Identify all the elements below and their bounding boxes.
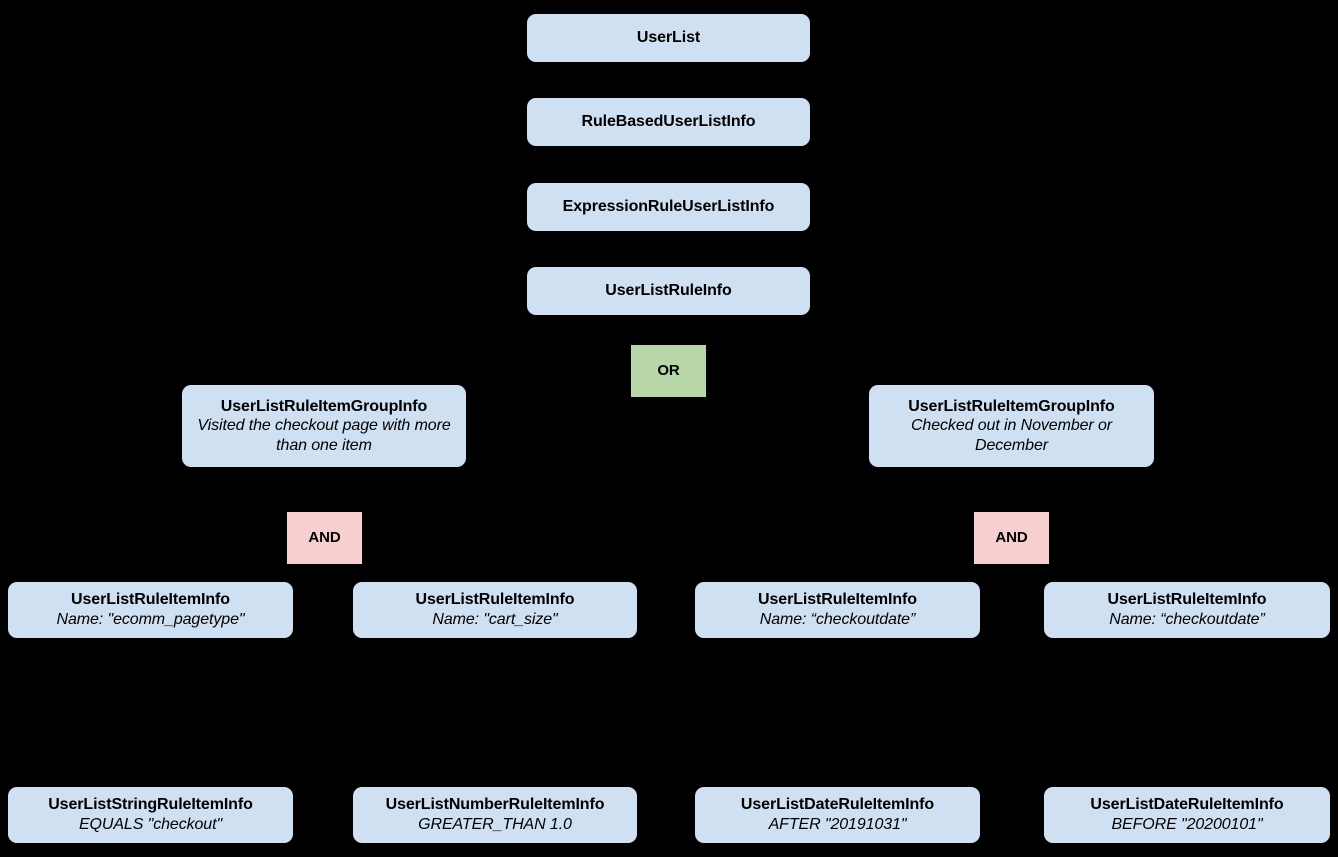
arrowhead-item-cart-size <box>489 574 501 582</box>
node-subtitle: Visited the checkout page with more than… <box>197 417 451 454</box>
node-title: UserListRuleItemGroupInfo <box>220 397 428 415</box>
node-title: UserListRuleInfo <box>605 282 732 300</box>
arrowhead-userlistruleinfo <box>662 259 675 267</box>
node-and-operator-left[interactable]: AND <box>287 512 362 564</box>
arrowhead-group-left <box>318 377 330 385</box>
node-and-operator-right[interactable]: AND <box>974 512 1049 564</box>
node-subtitle: Name: “checkoutdate” <box>1109 611 1265 628</box>
node-subtitle: Name: "cart_size" <box>432 611 558 628</box>
edge-userlistruleinfo-to-group-left <box>323 314 670 379</box>
arrowhead-date-rule-item-before <box>1181 779 1193 787</box>
node-title: UserListDateRuleItemInfo <box>1090 796 1284 814</box>
node-title: RuleBasedUserListInfo <box>581 113 756 131</box>
node-title: OR <box>657 361 680 379</box>
node-expressionruleuserlistinfo[interactable]: ExpressionRuleUserListInfo <box>527 183 810 231</box>
node-subtitle: Checked out in November or December <box>910 417 1113 454</box>
node-subtitle: Name: "ecomm_pagetype" <box>56 611 245 628</box>
node-title: UserListRuleItemInfo <box>415 591 575 609</box>
node-rulebaseduserlistinfo[interactable]: RuleBasedUserListInfo <box>527 98 810 146</box>
node-userlist[interactable]: UserList <box>527 14 810 62</box>
arrowhead-expressionruleuserlistinfo <box>662 175 675 183</box>
node-title: AND <box>308 528 341 546</box>
node-title: UserListRuleItemInfo <box>758 591 917 609</box>
node-title: UserListNumberRuleItemInfo <box>385 796 605 814</box>
node-title: ExpressionRuleUserListInfo <box>562 198 775 216</box>
node-title: UserList <box>636 29 701 47</box>
arrowhead-item-ecomm-pagetype <box>144 574 157 582</box>
arrowhead-group-right <box>1005 377 1018 385</box>
node-title: AND <box>995 528 1028 546</box>
arrowhead-rulebaseduserlistinfo <box>662 90 675 98</box>
arrowhead-string-rule-item <box>144 779 157 787</box>
node-or-operator[interactable]: OR <box>631 345 706 397</box>
node-subtitle: Name: “checkoutdate” <box>759 611 916 628</box>
edge-userlistruleinfo-to-group-right <box>667 314 1013 379</box>
node-userlistruleinfo[interactable]: UserListRuleInfo <box>527 267 810 315</box>
arrowhead-number-rule-item <box>489 779 501 787</box>
node-title: UserListStringRuleItemInfo <box>48 796 253 814</box>
node-title: UserListRuleItemGroupInfo <box>908 397 1115 415</box>
node-title: UserListDateRuleItemInfo <box>740 796 935 814</box>
node-subtitle: AFTER "20191031" <box>768 816 907 833</box>
node-subtitle: EQUALS "checkout" <box>78 816 223 833</box>
node-title: UserListRuleItemInfo <box>71 591 230 609</box>
arrowhead-date-rule-item-after <box>831 779 844 787</box>
arrowhead-item-checkoutdate-before <box>1181 574 1193 582</box>
arrowhead-item-checkoutdate-after <box>831 574 844 582</box>
node-subtitle: BEFORE "20200101" <box>1111 816 1263 833</box>
node-subtitle: GREATER_THAN 1.0 <box>418 816 572 833</box>
node-title: UserListRuleItemInfo <box>1107 591 1267 609</box>
